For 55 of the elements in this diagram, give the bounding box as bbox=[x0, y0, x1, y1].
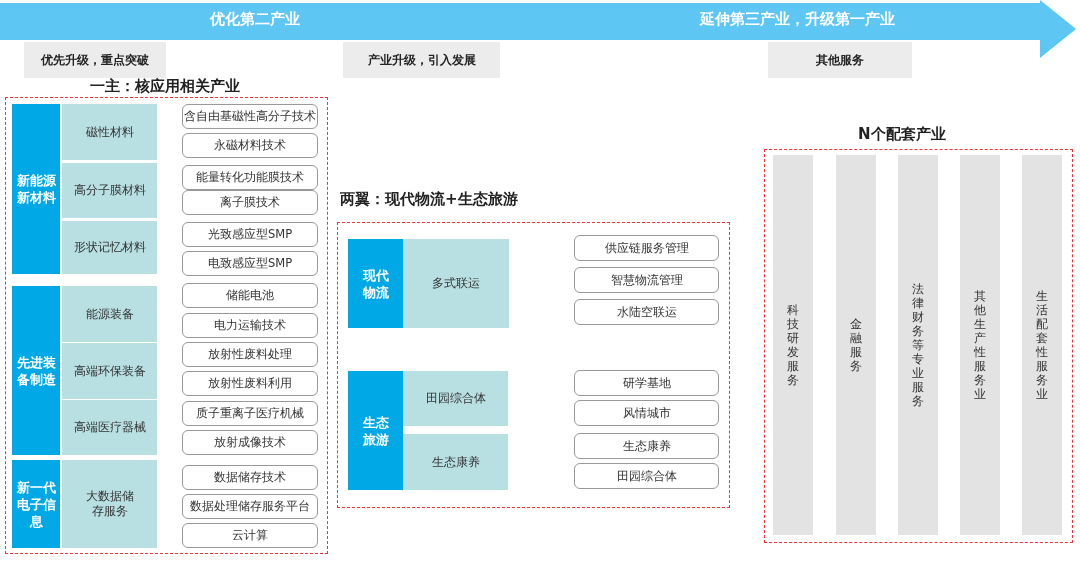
item-box: 永磁材料技术 bbox=[182, 133, 318, 158]
label-box: 产业升级，引入发展 bbox=[343, 42, 500, 78]
category-box: 新能源新材料 bbox=[12, 104, 60, 274]
label-box: 其他服务 bbox=[768, 42, 912, 78]
label-box: 优先升级，重点突破 bbox=[24, 42, 166, 78]
category-box: 先进装备制造 bbox=[12, 286, 60, 455]
banner-text: 延伸第三产业，升级第一产业 bbox=[699, 10, 895, 29]
item-box: 放射性废料处理 bbox=[182, 342, 318, 367]
subcategory-box: 高端医疗器械 bbox=[62, 400, 157, 455]
group-heading: 一主：核应用相关产业 bbox=[90, 77, 240, 96]
item-box: 风情城市 bbox=[574, 400, 719, 426]
item-box: 放射性废料利用 bbox=[182, 371, 318, 396]
item-box: 生态康养 bbox=[574, 433, 719, 459]
bar-text: 法律财务等专业服务 bbox=[911, 282, 925, 408]
subcategory-box: 形状记忆材料 bbox=[62, 221, 157, 274]
subcategory-box: 能源装备 bbox=[62, 286, 157, 342]
item-box: 云计算 bbox=[182, 523, 318, 548]
item-box: 供应链服务管理 bbox=[574, 235, 719, 261]
item-box: 储能电池 bbox=[182, 283, 318, 308]
service-bar bbox=[898, 155, 938, 535]
category-box: 生态旅游 bbox=[348, 371, 403, 490]
category-box: 新一代电子信息 bbox=[12, 460, 60, 548]
subcategory-box: 高端环保装备 bbox=[62, 343, 157, 399]
subcategory-box: 多式联运 bbox=[403, 239, 509, 328]
category-box: 现代物流 bbox=[348, 239, 403, 328]
item-box: 含自由基磁性高分子技术 bbox=[182, 104, 318, 129]
banner-text: 优化第二产业 bbox=[210, 10, 300, 29]
bar-text: 生活配套性服务业 bbox=[1035, 289, 1049, 401]
bar-text: 金融服务 bbox=[849, 317, 863, 373]
service-bar bbox=[960, 155, 1000, 535]
bar-text: 科技研发服务 bbox=[786, 303, 800, 387]
service-bar bbox=[773, 155, 813, 535]
item-box: 数据储存技术 bbox=[182, 465, 318, 490]
item-box: 电力运输技术 bbox=[182, 313, 318, 338]
item-box: 水陆空联运 bbox=[574, 299, 719, 325]
item-box: 数据处理储存服务平台 bbox=[182, 494, 318, 519]
item-box: 放射成像技术 bbox=[182, 430, 318, 455]
item-box: 电致感应型SMP bbox=[182, 251, 318, 276]
item-box: 研学基地 bbox=[574, 370, 719, 396]
item-box: 离子膜技术 bbox=[182, 190, 318, 215]
item-box: 质子重离子医疗机械 bbox=[182, 401, 318, 426]
item-box: 智慧物流管理 bbox=[574, 267, 719, 293]
service-bar bbox=[836, 155, 876, 535]
subcategory-box: 高分子膜材料 bbox=[62, 163, 157, 218]
item-box: 能量转化功能膜技术 bbox=[182, 165, 318, 190]
item-box: 田园综合体 bbox=[574, 463, 719, 489]
subcategory-box: 田园综合体 bbox=[403, 371, 508, 426]
bar-text: 其他生产性服务业 bbox=[973, 289, 987, 401]
subcategory-box: 磁性材料 bbox=[62, 104, 157, 160]
group-heading: 两翼：现代物流+生态旅游 bbox=[340, 190, 518, 209]
subcategory-box: 生态康养 bbox=[403, 434, 508, 490]
subcategory-box: 大数据储存服务 bbox=[62, 460, 157, 548]
item-box: 光致感应型SMP bbox=[182, 222, 318, 247]
group-heading: N个配套产业 bbox=[858, 125, 946, 144]
service-bar bbox=[1022, 155, 1062, 535]
